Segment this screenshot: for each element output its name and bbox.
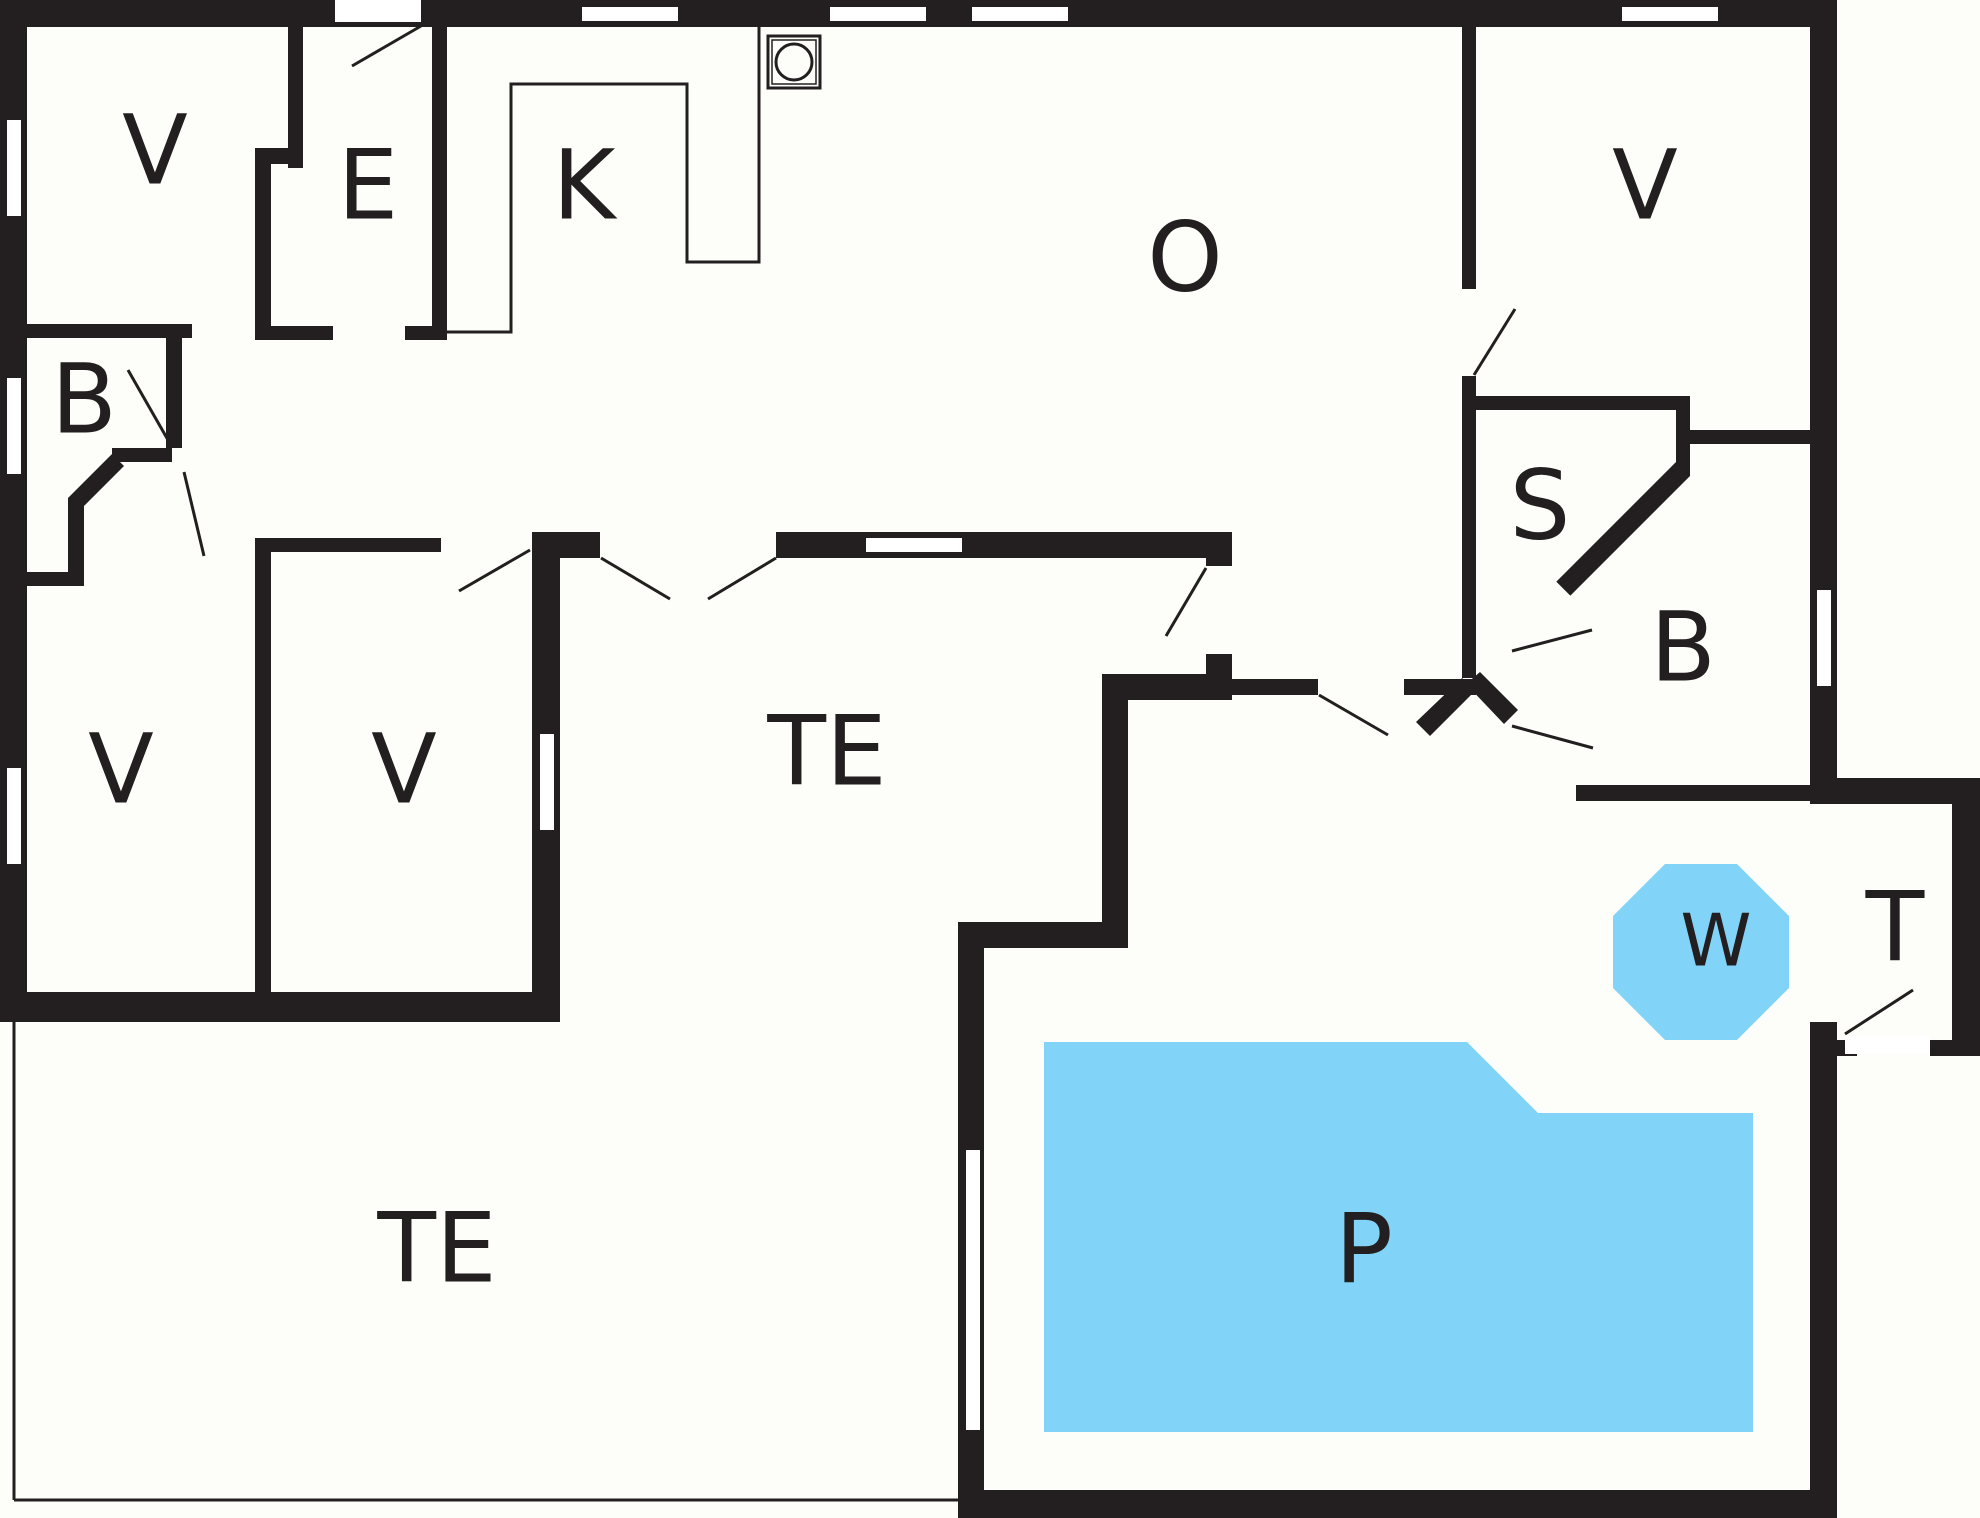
room-label-bath-left: B	[51, 343, 117, 455]
room-label-terrace-lower: TE	[376, 1192, 496, 1304]
room-label-living: O	[1147, 201, 1223, 313]
room-label-terrace-upper: TE	[766, 695, 886, 807]
door-openings	[441, 289, 1588, 811]
door-swings	[126, 24, 1914, 1036]
room-label-v-top-left: V	[122, 94, 188, 206]
room-label-v-top-right: V	[1612, 129, 1678, 241]
room-label-whirlpool: W	[1680, 899, 1751, 983]
room-label-pool: P	[1335, 1193, 1393, 1305]
room-label-kitchen: K	[553, 129, 618, 241]
room-label-bath-right: B	[1650, 591, 1716, 703]
room-label-storage: S	[1510, 449, 1571, 561]
stove-icon	[766, 34, 822, 90]
pool	[1044, 1042, 1753, 1432]
thin-lines	[12, 20, 958, 1502]
whirlpool	[1613, 864, 1789, 1040]
windows	[7, 0, 1930, 1430]
room-label-v-mid-left: V	[88, 713, 154, 825]
room-label-entrance: E	[338, 129, 399, 241]
room-label-v-mid-center: V	[371, 713, 437, 825]
room-label-technical: T	[1865, 871, 1925, 983]
